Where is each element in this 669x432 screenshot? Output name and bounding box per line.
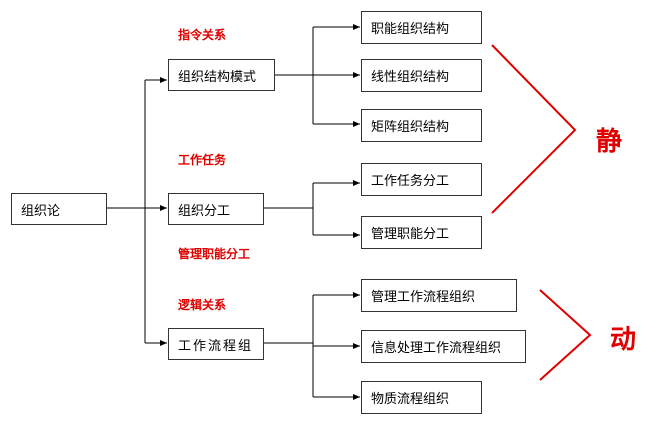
- leaf-management-division: 管理职能分工: [361, 216, 482, 249]
- node-org-division-label: 组织分工: [178, 203, 231, 219]
- leaf-matrix-structure: 矩阵组织结构: [361, 109, 482, 142]
- relation-management: 管理职能分工: [178, 247, 251, 261]
- leaf-task-division: 工作任务分工: [361, 163, 482, 196]
- relation-task: 工作任务: [178, 153, 227, 167]
- node-org-division: 组织分工: [168, 193, 264, 225]
- leaf-functional-structure: 职能组织结构: [361, 11, 482, 44]
- relation-logic: 逻辑关系: [178, 298, 227, 312]
- leaf-task-division-label: 工作任务分工: [371, 174, 450, 189]
- node-org-structure-label: 组织结构模式: [178, 69, 257, 85]
- leaf-linear-structure: 线性组织结构: [361, 59, 482, 92]
- leaf-material-workflow: 物质流程组织: [361, 381, 482, 414]
- static-label: 静: [596, 127, 623, 157]
- leaf-linear-structure-label: 线性组织结构: [371, 70, 450, 85]
- dynamic-bracket: [539, 289, 592, 381]
- leaf-functional-structure-label: 职能组织结构: [371, 22, 450, 37]
- leaf-management-workflow-label: 管理工作流程组织: [371, 290, 476, 305]
- node-work-process: 工作流程组: [168, 328, 264, 360]
- leaf-info-workflow: 信息处理工作流程组织: [361, 330, 526, 363]
- root-node: 组织论: [11, 193, 107, 225]
- node-org-structure: 组织结构模式: [168, 59, 275, 91]
- leaf-material-workflow-label: 物质流程组织: [371, 392, 450, 407]
- relation-command: 指令关系: [178, 28, 227, 42]
- leaf-management-workflow: 管理工作流程组织: [361, 279, 517, 312]
- dynamic-label: 动: [610, 325, 637, 355]
- leaf-management-division-label: 管理职能分工: [371, 227, 450, 242]
- static-bracket: [491, 44, 577, 214]
- leaf-info-workflow-label: 信息处理工作流程组织: [371, 341, 502, 356]
- node-work-process-label: 工作流程组: [178, 338, 254, 354]
- root-node-label: 组织论: [21, 203, 61, 219]
- leaf-matrix-structure-label: 矩阵组织结构: [371, 120, 450, 135]
